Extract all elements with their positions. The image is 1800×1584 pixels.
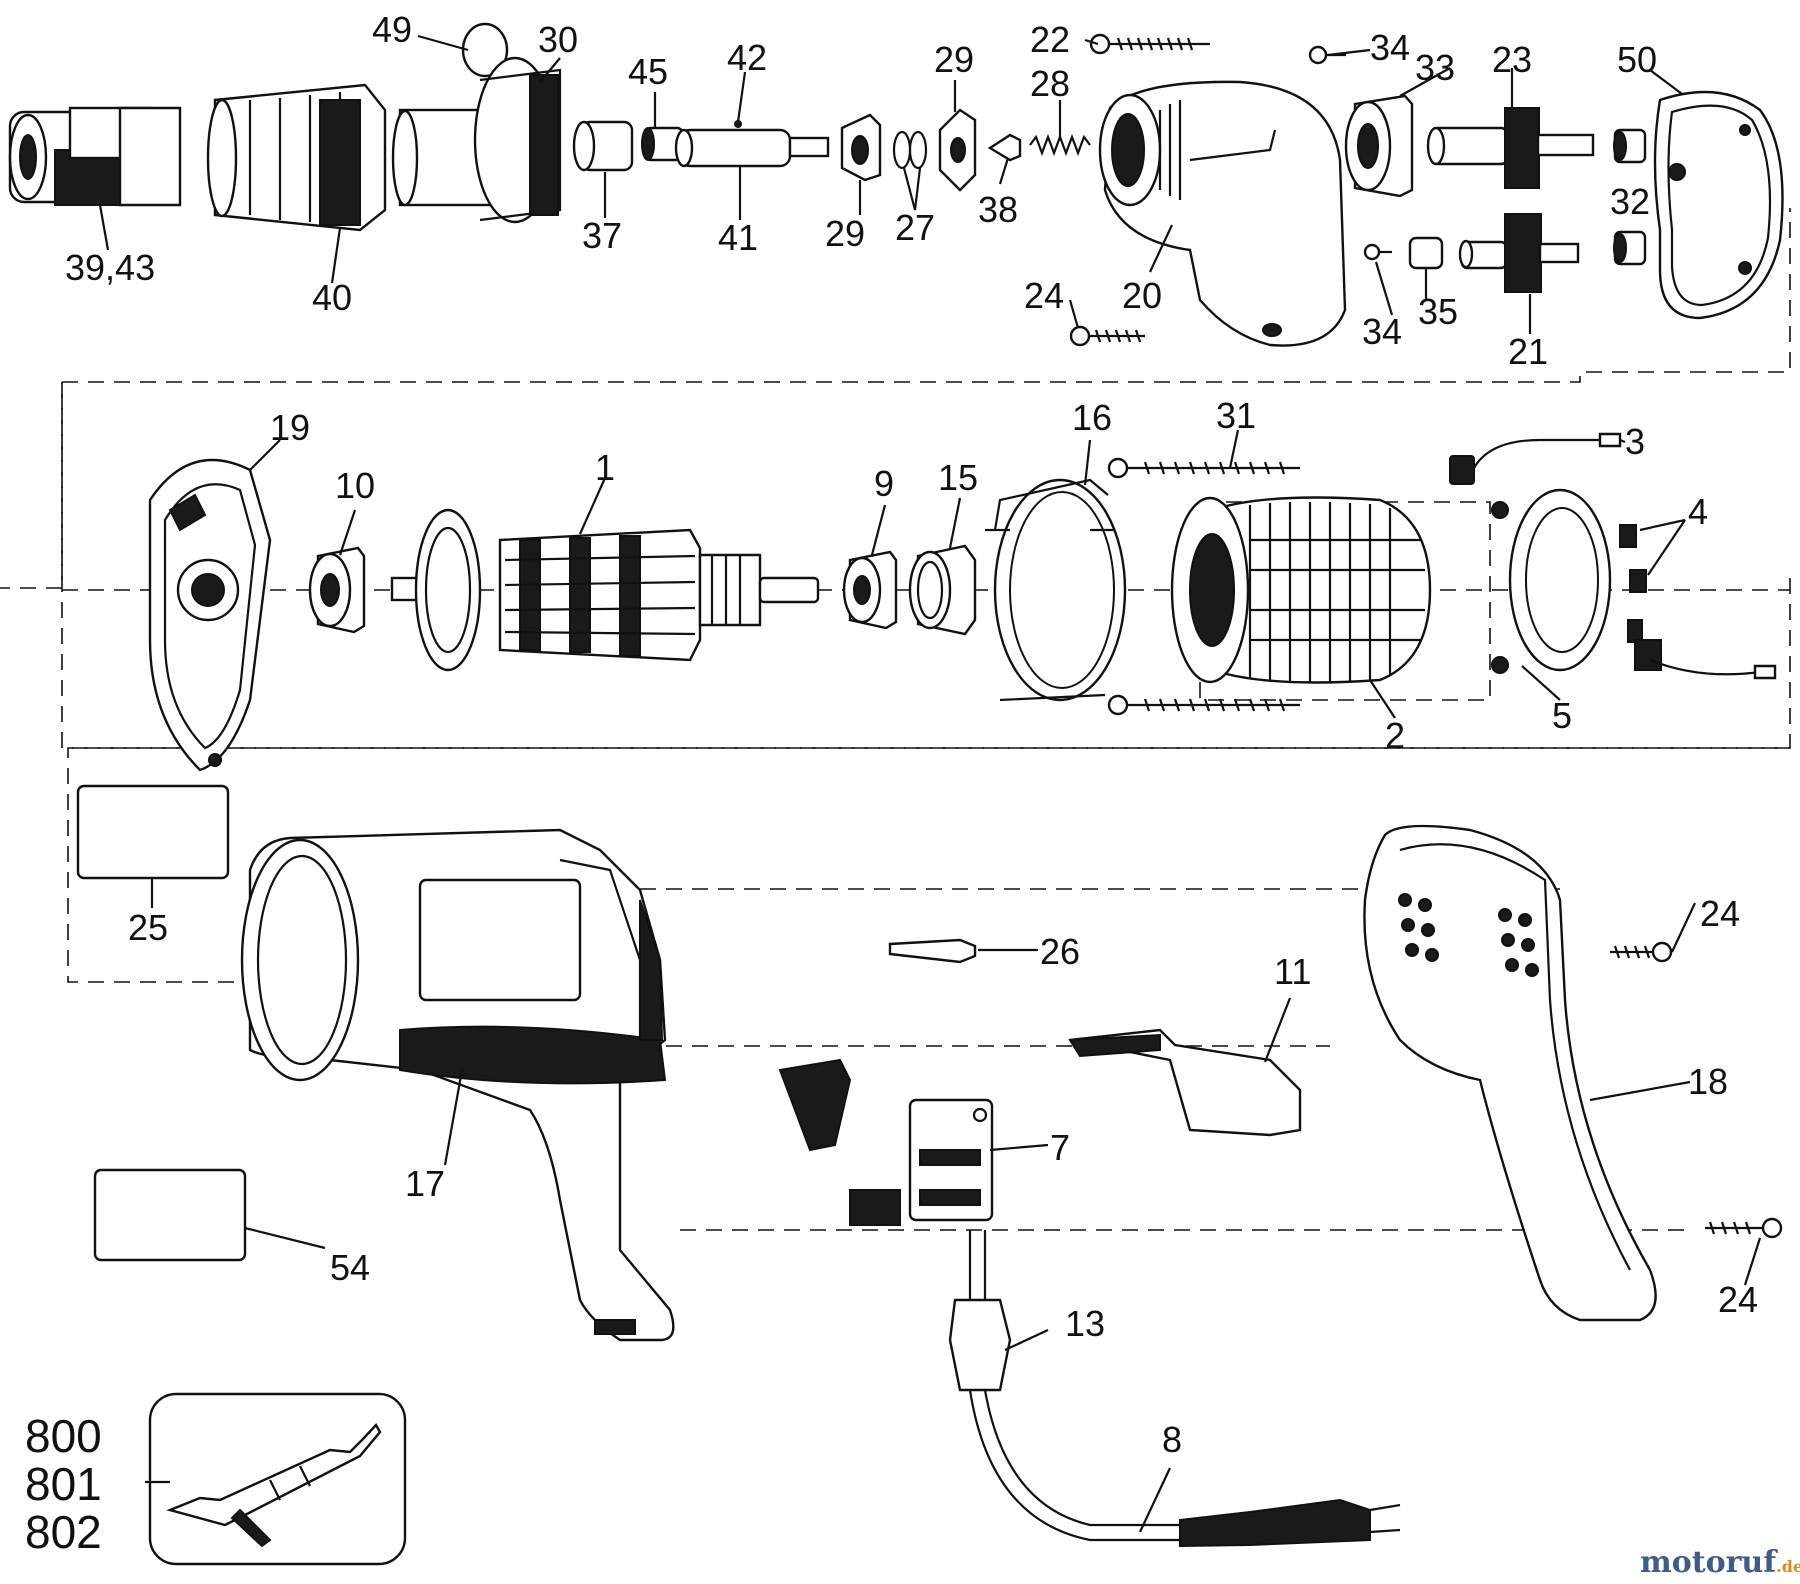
part-accessory-800-802 <box>148 1392 407 1566</box>
label-34-top: 34 <box>1370 27 1410 68</box>
label-42: 42 <box>727 37 767 78</box>
part-baffle-19 <box>148 458 272 772</box>
label-41: 41 <box>718 217 758 258</box>
watermark-text: motoruf.de <box>1640 1545 1800 1580</box>
part-switch-11 <box>1068 1028 1302 1137</box>
label-7: 7 <box>1050 1127 1070 1168</box>
label-24-mid: 24 <box>1700 893 1740 934</box>
label-39-43: 39,43 <box>65 247 155 288</box>
label-40: 40 <box>312 277 352 318</box>
label-4: 4 <box>1688 491 1708 532</box>
label-3: 3 <box>1625 421 1645 462</box>
label-32: 32 <box>1610 181 1650 222</box>
label-20: 20 <box>1122 275 1162 316</box>
part-cam-29 <box>840 113 882 182</box>
part-housing-17 <box>240 828 675 1342</box>
label-27: 27 <box>895 207 935 248</box>
label-19: 19 <box>270 407 310 448</box>
part-clip-26 <box>888 938 977 964</box>
part-field-2 <box>1170 496 1432 684</box>
label-17: 17 <box>405 1163 445 1204</box>
part-spindle-41-42 <box>674 120 830 168</box>
part-shaft-23 <box>1426 107 1595 189</box>
label-34-bottom: 34 <box>1362 311 1402 352</box>
label-35: 35 <box>1418 291 1458 332</box>
label-5: 5 <box>1552 695 1572 736</box>
part-bearing-10 <box>308 546 366 634</box>
part-bearing-9 <box>842 550 898 630</box>
part-gasket-50 <box>1653 90 1784 320</box>
part-clutch-30 <box>391 56 562 224</box>
part-screws-24 <box>1610 941 1783 1239</box>
label-38: 38 <box>978 189 1018 230</box>
label-37: 37 <box>582 215 622 256</box>
part-gear-21 <box>1458 213 1580 293</box>
callout-labels: 39,43 40 49 30 45 37 42 41 29 29 27 38 2… <box>25 9 1758 1558</box>
label-24-top: 24 <box>1024 275 1064 316</box>
part-spring-28 <box>1029 133 1091 157</box>
handle-grip-dots <box>1398 893 1539 977</box>
label-802: 802 <box>25 1506 102 1558</box>
label-33: 33 <box>1415 47 1455 88</box>
part-ring-16 <box>985 478 1127 702</box>
part-switch-7 <box>778 1058 994 1226</box>
label-26: 26 <box>1040 931 1080 972</box>
label-16: 16 <box>1072 397 1112 438</box>
part-brush-holder-4-5 <box>1491 488 1777 680</box>
label-2: 2 <box>1385 715 1405 756</box>
part-screws-31 <box>1107 457 1300 716</box>
label-1: 1 <box>595 447 615 488</box>
label-31: 31 <box>1216 395 1256 436</box>
part-rings-27 <box>892 130 928 170</box>
label-11: 11 <box>1274 951 1311 992</box>
label-13: 13 <box>1065 1303 1105 1344</box>
part-bearing-33 <box>1344 94 1414 198</box>
label-10: 10 <box>335 465 375 506</box>
label-15: 15 <box>938 457 978 498</box>
part-bushing-37 <box>572 120 634 172</box>
label-50: 50 <box>1617 39 1657 80</box>
part-brush-3 <box>1449 432 1622 485</box>
label-800: 800 <box>25 1410 102 1462</box>
part-collar-40 <box>206 83 387 232</box>
label-29-bottom: 29 <box>825 213 865 254</box>
label-24-bottom: 24 <box>1718 1279 1758 1320</box>
part-screw-34b <box>1363 243 1392 261</box>
part-gear-case-20 <box>1098 80 1347 347</box>
part-cord-13-8 <box>948 1230 1401 1548</box>
part-spacer-35 <box>1408 236 1444 270</box>
label-23: 23 <box>1492 39 1532 80</box>
part-ring-49 <box>461 22 509 78</box>
label-8: 8 <box>1162 1419 1182 1460</box>
label-22: 22 <box>1030 19 1070 60</box>
part-screw-24a <box>1069 325 1145 347</box>
part-sleeve-45 <box>641 126 685 162</box>
label-25: 25 <box>128 907 168 948</box>
part-nut-29 <box>938 108 977 192</box>
label-29-top: 29 <box>934 39 974 80</box>
part-label-25 <box>76 784 230 880</box>
part-pin-38 <box>987 133 1022 162</box>
part-bushings-32 <box>1613 128 1647 266</box>
part-chuck-nose-39-43 <box>8 106 182 207</box>
label-801: 801 <box>25 1458 102 1510</box>
watermark-logo: motoruf.de <box>1640 1545 1800 1580</box>
label-9: 9 <box>874 463 894 504</box>
label-54: 54 <box>330 1247 370 1288</box>
label-30: 30 <box>538 19 578 60</box>
part-label-54 <box>93 1168 247 1262</box>
label-18: 18 <box>1688 1061 1728 1102</box>
part-boot-15 <box>908 544 977 636</box>
part-handle-18 <box>1363 824 1657 1322</box>
part-armature-1 <box>390 508 820 672</box>
label-21: 21 <box>1508 331 1548 372</box>
label-45: 45 <box>628 51 668 92</box>
leader-lines <box>98 34 1762 1533</box>
label-49: 49 <box>372 9 412 50</box>
label-28: 28 <box>1030 63 1070 104</box>
part-screw-22 <box>1089 33 1210 55</box>
